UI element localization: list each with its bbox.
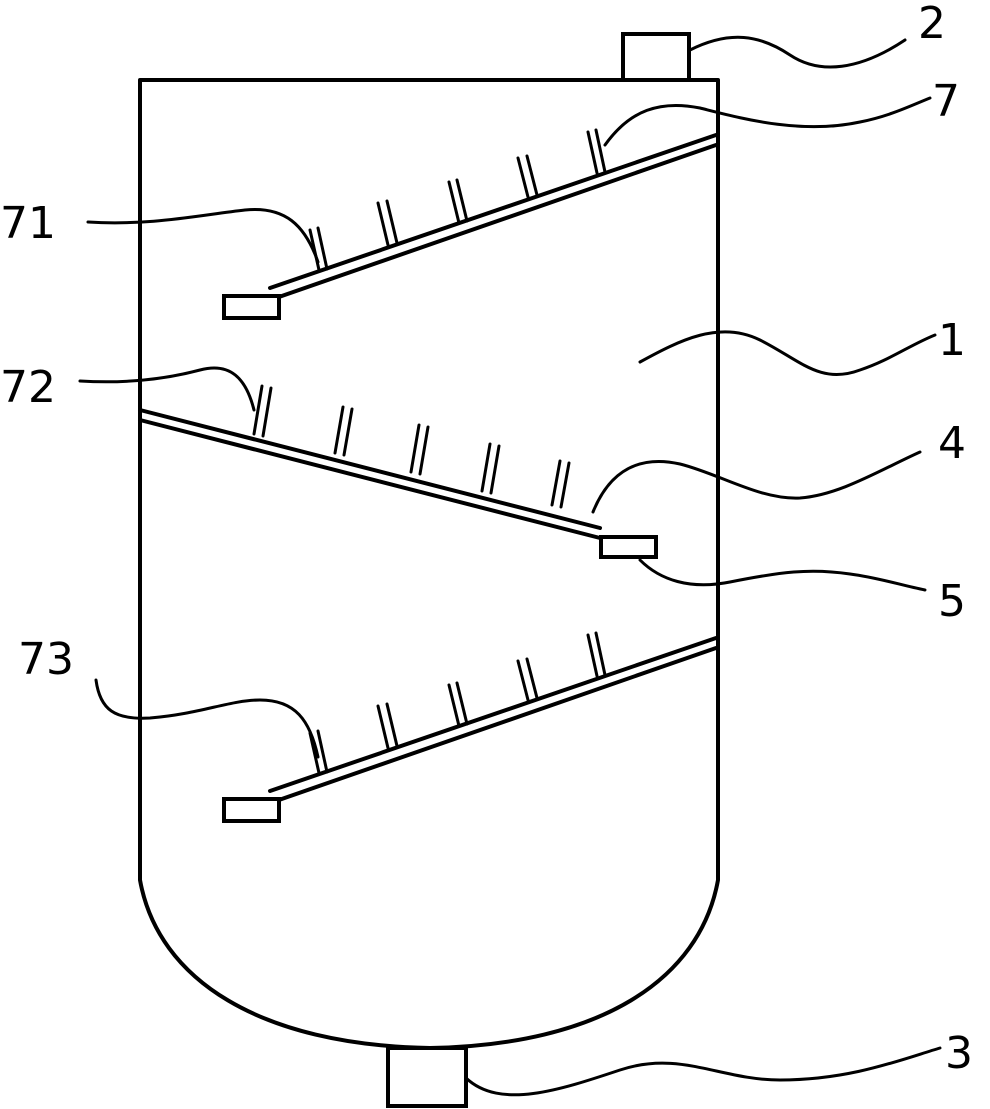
- leader-72: [78, 366, 256, 412]
- label-2: 2: [918, 0, 946, 49]
- label-3: 3: [945, 1028, 973, 1079]
- label-5: 5: [938, 576, 966, 627]
- vessel-body: [138, 78, 720, 1050]
- label-71: 71: [0, 198, 56, 249]
- label-7: 7: [932, 76, 960, 127]
- leader-1: [638, 330, 937, 376]
- leader-7: [603, 96, 932, 147]
- label-72: 72: [0, 362, 56, 413]
- leader-71: [86, 207, 320, 264]
- bottom-outlet-nozzle: [386, 1046, 468, 1108]
- leader-73: [94, 678, 320, 759]
- leader-lines: [78, 35, 942, 1097]
- middle-nozzles: [252, 384, 571, 509]
- lower-spray-plate: [222, 631, 718, 823]
- label-4: 4: [938, 418, 966, 469]
- upper-nozzles: [308, 128, 607, 272]
- leader-2: [688, 35, 907, 69]
- label-1: 1: [938, 315, 966, 366]
- leader-4: [591, 450, 922, 514]
- top-inlet-nozzle: [621, 32, 691, 82]
- middle-spray-plate: [138, 384, 658, 559]
- leader-5: [638, 558, 927, 592]
- leader-3: [464, 1046, 942, 1097]
- lower-nozzles: [308, 631, 607, 775]
- upper-spray-plate: [222, 128, 718, 320]
- label-73: 73: [18, 634, 74, 685]
